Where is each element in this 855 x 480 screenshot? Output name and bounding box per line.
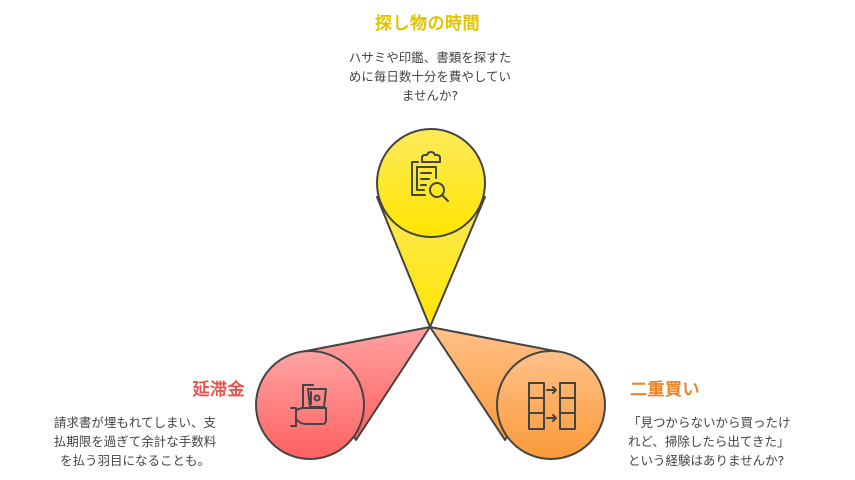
title-late-fees: 延滞金 bbox=[192, 380, 245, 400]
pin-right-double-buying bbox=[429, 326, 606, 460]
description-late-fees: 請求書が埋もれてしまい、支 払期限を過ぎて余計な手数料 を払う羽目になることも。 bbox=[53, 415, 217, 468]
clipboard-search-icon bbox=[411, 151, 449, 202]
pin-top-search-time bbox=[376, 128, 486, 328]
pin-left-late-fees bbox=[255, 326, 431, 460]
title-search-time: 探し物の時間 bbox=[375, 14, 480, 34]
description-search-time: ハサミや印鑑、書類を探すた めに毎日数十分を費やしてい ませんか? bbox=[348, 50, 512, 103]
description-double-buying: 「見つからないから買ったけ れど、掃除したら出てきた」 という経験はありませんか… bbox=[628, 415, 791, 468]
hand-holding-money-icon bbox=[290, 384, 327, 427]
duplicate-transfer-icon bbox=[528, 382, 576, 430]
title-double-buying: 二重買い bbox=[630, 380, 700, 400]
